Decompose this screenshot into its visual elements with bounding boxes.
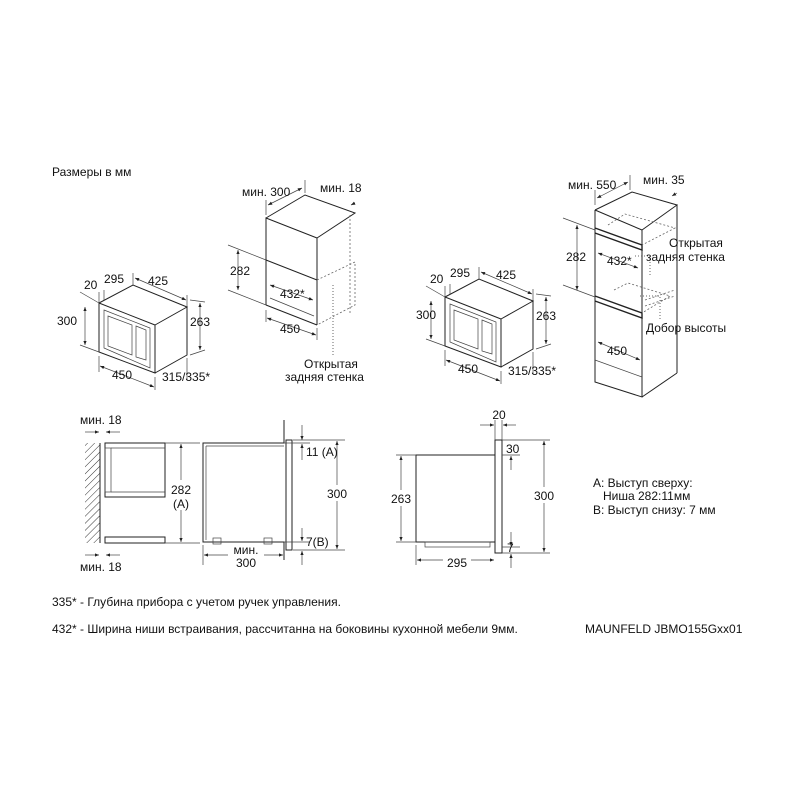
dim-432: 432* [280, 287, 305, 301]
dim-7-b: 7(B) [306, 535, 329, 549]
dim-min-300: 300 [236, 556, 256, 570]
dim-20: 20 [492, 408, 506, 422]
footnote-432: 432* - Ширина ниши встраивания, рассчита… [52, 622, 518, 636]
dim-282: 282 [566, 250, 586, 264]
dim-11-a: 11 (A) [306, 445, 338, 459]
dim-20: 20 [84, 278, 98, 292]
dim-7: 7 [507, 541, 514, 555]
side-section-drawing: 11 (A) 7(B) 300 мин. 300 [202, 420, 350, 570]
dim-300: 300 [57, 314, 77, 328]
iso-appliance-drawing: 20 295 425 300 263 450 315/335* [57, 272, 210, 390]
dim-295: 295 [104, 272, 124, 286]
dim-300: 300 [534, 489, 554, 503]
dim-min-35: мин. 35 [643, 173, 685, 187]
dim-282: 282 [230, 264, 250, 278]
dim-min-18: мин. 18 [320, 181, 362, 195]
iso-appliance-drawing-2: 20 295 425 300 263 450 315/335* [416, 266, 556, 384]
dim-a-label: (A) [173, 497, 189, 511]
dim-300: 300 [416, 308, 436, 322]
dim-425: 425 [496, 268, 516, 282]
dim-30: 30 [506, 442, 520, 456]
dim-263: 263 [391, 492, 411, 506]
dim-425: 425 [148, 274, 168, 288]
dim-450: 450 [112, 368, 132, 382]
legend-b-line: B: Выступ снизу: 7 мм [593, 503, 716, 517]
dim-432: 432* [607, 254, 632, 268]
dim-min-label: мин. [234, 543, 259, 557]
legend-a-line-2: Ниша 282:11мм [603, 489, 690, 503]
side-wall-drawing: мин. 18 мин. 18 282 (A) [80, 413, 200, 574]
dim-450: 450 [607, 344, 627, 358]
iso-wall-cabinet-drawing: мин. 300 мин. 18 282 432* 450 Открытая з… [227, 180, 364, 384]
open-back-label-2: задняя стенка [646, 250, 725, 264]
dim-20: 20 [430, 272, 444, 286]
legend: A: Выступ сверху: Ниша 282:11мм B: Высту… [593, 476, 716, 517]
height-filler-label: Добор высоты [646, 321, 726, 335]
open-back-label-1: Открытая [669, 236, 723, 250]
iso-tall-cabinet-drawing: мин. 550 мин. 35 282 432* Открытая задня… [562, 173, 726, 398]
dim-263: 263 [536, 309, 556, 323]
dim-min-18-bottom: мин. 18 [80, 560, 122, 574]
dim-450: 450 [458, 362, 478, 376]
side-view-drawing: 20 30 7 263 300 295 [388, 408, 557, 570]
dim-295: 295 [450, 266, 470, 280]
dim-min-300: мин. 300 [242, 185, 291, 199]
dim-min-18-top: мин. 18 [80, 413, 122, 427]
open-back-label-2: задняя стенка [285, 370, 364, 384]
footnote-335: 335* - Глубина прибора с учетом ручек уп… [52, 595, 341, 609]
dim-263: 263 [190, 315, 210, 329]
dim-315-335: 315/335* [162, 370, 210, 384]
dim-300: 300 [327, 487, 347, 501]
model-name: MAUNFELD JBMO155Gxx01 [585, 622, 743, 636]
open-back-label-1: Открытая [304, 357, 358, 371]
dim-295: 295 [447, 556, 467, 570]
dim-282: 282 [171, 483, 191, 497]
dim-min-550: мин. 550 [568, 178, 617, 192]
dim-450: 450 [280, 322, 300, 336]
units-title: Размеры в мм [52, 165, 131, 179]
dim-315-335: 315/335* [508, 364, 556, 378]
legend-a-line-1: A: Выступ сверху: [593, 476, 693, 490]
